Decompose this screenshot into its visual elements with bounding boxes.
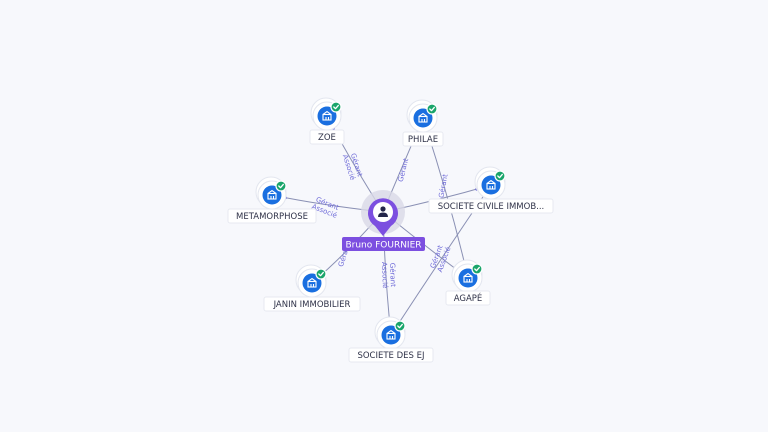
person-pin-inner — [373, 202, 393, 222]
company-name: SOCIETE CIVILE IMMOB... — [438, 202, 545, 212]
company-node-metamorphose[interactable]: METAMORPHOSE — [227, 176, 317, 224]
person-name: Bruno FOURNIER — [345, 241, 421, 251]
company-node-societe-civile[interactable]: SOCIETE CIVILE IMMOB... — [428, 166, 554, 214]
company-name: PHILAE — [408, 135, 438, 145]
company-circle — [317, 106, 337, 126]
company-label-background — [402, 131, 444, 147]
verified-check-icon — [330, 101, 342, 113]
company-circle — [458, 268, 478, 288]
company-name: JANIN IMMOBILIER — [273, 300, 351, 310]
company-node-societe-des-ej[interactable]: SOCIETE DES EJ — [348, 316, 434, 363]
verified-check-icon — [275, 180, 287, 192]
building-icon — [418, 112, 428, 123]
building-icon — [386, 329, 396, 340]
company-name: AGAPÉ — [454, 292, 483, 304]
company-node-zoe[interactable]: ZOE — [309, 97, 345, 145]
company-node-agape[interactable]: AGAPÉ — [445, 259, 491, 306]
verified-check-icon — [471, 263, 483, 275]
company-nodes-layer: ZOE PHILAE SOCIETE CIVILE IMMOB... METAMORP… — [227, 97, 554, 363]
company-circle — [302, 273, 322, 293]
person-node[interactable]: Bruno FOURNIER — [342, 190, 425, 251]
company-circle — [413, 108, 433, 128]
company-label-background — [348, 347, 434, 363]
company-circle — [381, 325, 401, 345]
building-icon — [486, 179, 496, 190]
company-label-background — [428, 198, 554, 214]
company-circle — [262, 185, 282, 205]
verified-check-icon — [426, 103, 438, 115]
building-icon — [267, 189, 277, 200]
relation-label: Gérant — [397, 157, 411, 183]
relation-label: Gérant — [437, 173, 449, 198]
company-node-janin[interactable]: JANIN IMMOBILIER — [263, 264, 361, 312]
company-name: SOCIETE DES EJ — [357, 351, 424, 361]
relation-role: Associé — [380, 262, 389, 289]
company-name: METAMORPHOSE — [236, 212, 308, 222]
person-icon — [378, 206, 388, 217]
verified-check-icon — [494, 170, 506, 182]
company-label-background — [309, 129, 345, 145]
company-name: ZOE — [318, 133, 336, 143]
company-node-philae[interactable]: PHILAE — [402, 99, 444, 147]
relation-role: Gérant — [437, 173, 449, 198]
person-label-background — [342, 237, 425, 251]
building-icon — [463, 272, 473, 283]
company-circle — [481, 175, 501, 195]
company-label-background — [445, 290, 491, 306]
company-label-background — [227, 208, 317, 224]
building-icon — [307, 277, 317, 288]
company-label-background — [263, 296, 361, 312]
relation-role: Gérant — [397, 157, 411, 183]
verified-check-icon — [315, 268, 327, 280]
verified-check-icon — [394, 320, 406, 332]
relation-role: Gérant — [388, 263, 397, 288]
building-icon — [322, 110, 332, 121]
